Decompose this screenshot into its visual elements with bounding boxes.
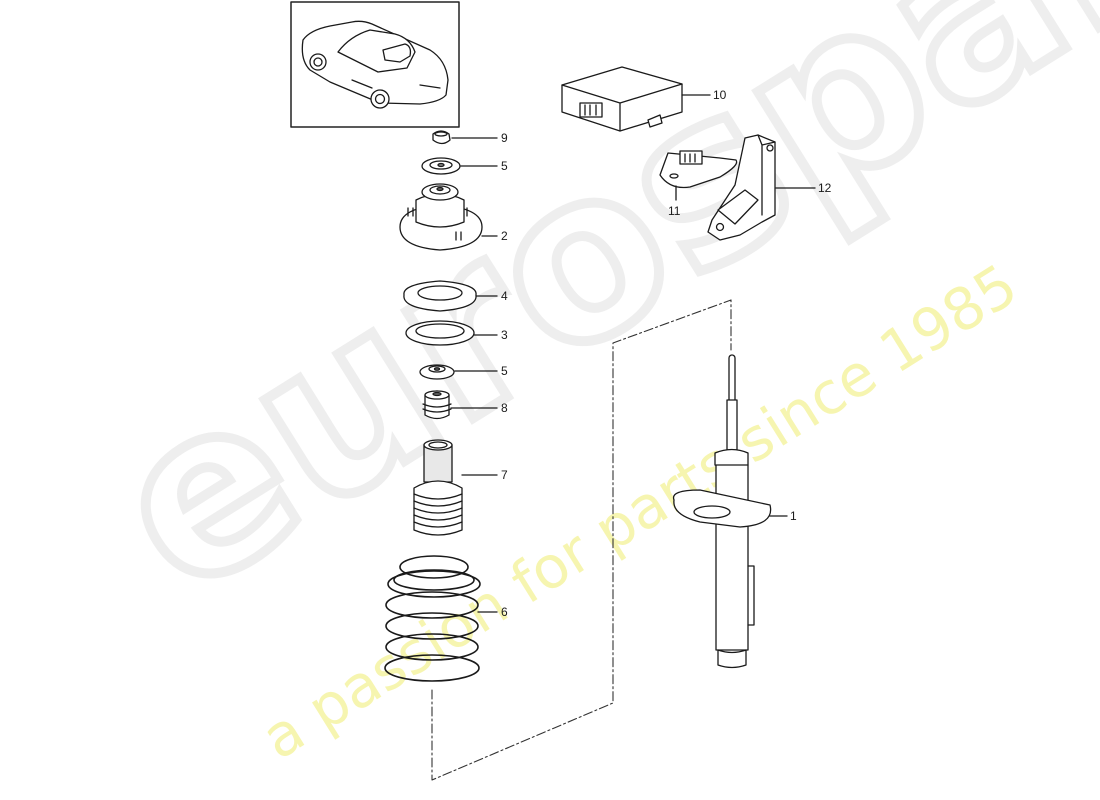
callout-2[interactable]: 2 <box>501 229 508 243</box>
part-washer-upper <box>421 157 461 175</box>
part-sensor <box>659 150 738 189</box>
part-spring-plate <box>403 280 477 312</box>
callout-11[interactable]: 11 <box>668 204 681 218</box>
assembly-line <box>431 299 732 781</box>
callout-6[interactable]: 6 <box>501 605 508 619</box>
part-bracket <box>707 134 776 241</box>
callout-5-upper[interactable]: 5 <box>501 159 508 173</box>
car-convertible-icon <box>290 1 460 128</box>
part-protective-boot <box>413 439 463 536</box>
callout-8[interactable]: 8 <box>501 401 508 415</box>
part-nut <box>432 130 451 145</box>
part-bump-stop <box>422 390 452 420</box>
callout-12[interactable]: 12 <box>818 181 832 195</box>
callout-3[interactable]: 3 <box>501 328 508 342</box>
callout-4[interactable]: 4 <box>501 289 508 303</box>
callout-1[interactable]: 1 <box>790 509 797 523</box>
part-seat-ring <box>405 320 475 346</box>
part-washer-lower <box>419 364 455 380</box>
part-coil-spring <box>384 555 481 682</box>
callout-10[interactable]: 10 <box>713 88 727 102</box>
callout-5-lower[interactable]: 5 <box>501 364 508 378</box>
part-control-unit <box>561 66 683 132</box>
part-strut <box>672 354 772 669</box>
part-strut-mount <box>399 183 483 251</box>
callout-7[interactable]: 7 <box>501 468 508 482</box>
callout-9[interactable]: 9 <box>501 131 508 145</box>
